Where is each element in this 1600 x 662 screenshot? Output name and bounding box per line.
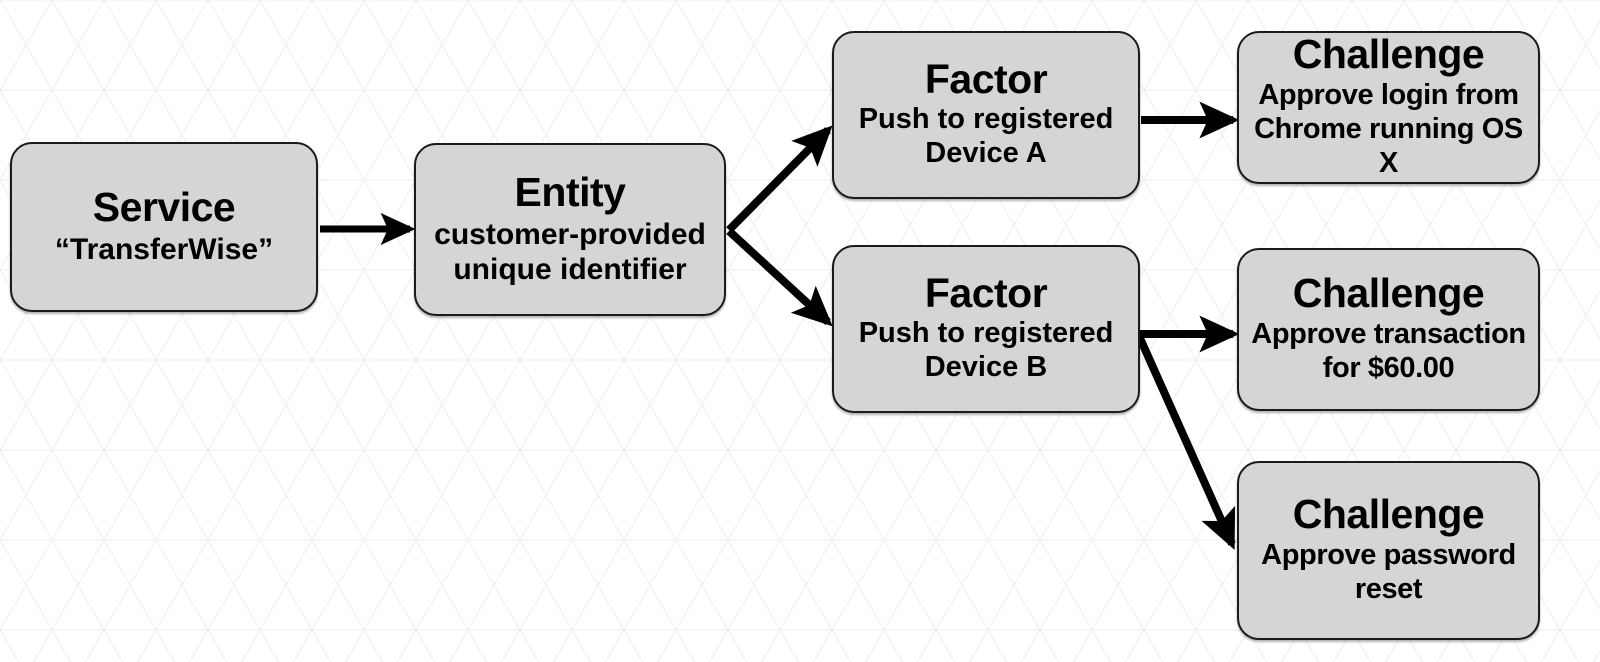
node-challenge-password-title: Challenge (1292, 491, 1485, 538)
node-challenge-password[interactable]: Challenge Approve password reset (1237, 461, 1540, 640)
node-entity-subtitle-line-1: customer-provided (434, 217, 706, 251)
node-challenge-transaction-subtitle-line-1: Approve transaction (1251, 317, 1526, 350)
node-factor-a-title: Factor (924, 55, 1048, 102)
node-factor-b[interactable]: Factor Push to registered Device B (832, 245, 1140, 413)
node-challenge-transaction-title: Challenge (1292, 270, 1485, 317)
node-factor-b-subtitle-line-2: Device B (924, 351, 1048, 384)
node-service-title: Service (92, 184, 236, 231)
node-entity-subtitle-line-2: unique identifier (453, 252, 687, 286)
node-factor-a[interactable]: Factor Push to registered Device A (832, 31, 1140, 199)
node-challenge-password-subtitle-line-1: Approve password (1261, 538, 1516, 571)
node-challenge-login-subtitle-line-1: Approve login from (1258, 79, 1519, 112)
node-challenge-transaction-subtitle-line-2: for $60.00 (1322, 351, 1455, 384)
node-challenge-login-subtitle-line-2: Chrome running OS X (1254, 112, 1523, 179)
node-service-subtitle: “TransferWise” (54, 232, 274, 266)
node-challenge-password-subtitle-line-2: reset (1354, 572, 1423, 605)
node-factor-b-subtitle-line-1: Push to registered (858, 317, 1114, 350)
node-factor-a-subtitle-line-1: Push to registered (858, 103, 1114, 136)
node-challenge-login-title: Challenge (1292, 31, 1485, 78)
node-challenge-login[interactable]: Challenge Approve login from Chrome runn… (1237, 31, 1540, 184)
node-service[interactable]: Service “TransferWise” (10, 142, 318, 312)
arrow-entity-to-factor-a (726, 125, 833, 233)
arrow-entity-to-factor-b (726, 228, 833, 327)
node-entity-title: Entity (514, 169, 626, 215)
node-factor-a-subtitle-line-2: Device A (925, 137, 1047, 170)
node-entity[interactable]: Entity customer-provided unique identifi… (414, 143, 726, 316)
arrow-factor-b-to-challenge-password (1135, 334, 1236, 550)
node-challenge-transaction[interactable]: Challenge Approve transaction for $60.00 (1237, 248, 1540, 411)
node-factor-b-title: Factor (924, 269, 1048, 316)
